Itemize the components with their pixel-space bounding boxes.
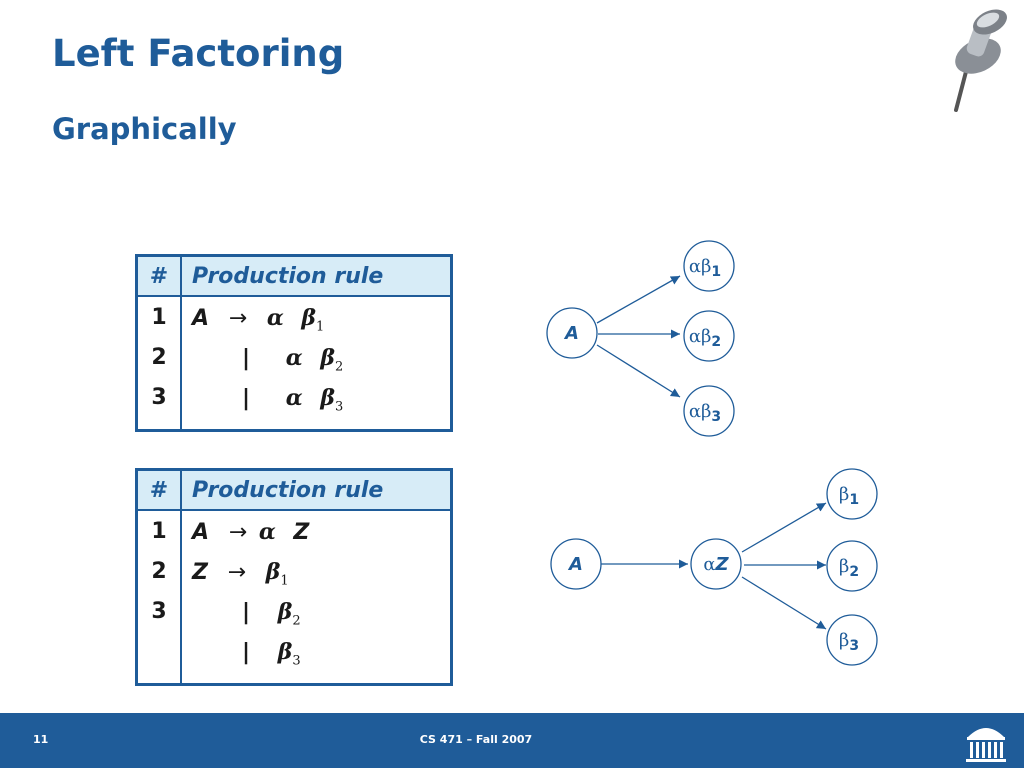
alternative-bar: | [242, 346, 251, 371]
subscript: 2 [711, 334, 721, 350]
rule-number: 1 [151, 305, 167, 330]
alpha-symbol: α [258, 519, 276, 545]
beta-symbol: β [265, 559, 281, 585]
table-header-production-rule: Production rule [181, 469, 452, 511]
svg-text:αβ2: αβ2 [689, 326, 721, 350]
subscript: 3 [334, 399, 344, 415]
nonterminal: Z [192, 560, 208, 585]
alternative-bar: | [242, 386, 251, 411]
production-rule: | α β3 [192, 383, 440, 423]
svg-text:αβ3: αβ3 [689, 401, 721, 425]
university-rotunda-logo [966, 728, 1006, 762]
nonterminal: A [192, 306, 210, 331]
arrow-symbol: → [228, 520, 248, 545]
rule-number: 3 [151, 385, 167, 410]
slide-footer: 11 CS 471 – Fall 2007 [0, 713, 1024, 768]
table-header-number: # [136, 469, 182, 511]
svg-text:αβ1: αβ1 [689, 256, 721, 280]
diagram2-root-node: A [550, 538, 602, 590]
alpha-symbol: α [285, 385, 303, 411]
diagram1-child-node: αβ2 [683, 310, 735, 362]
arrow-symbol: → [228, 306, 248, 331]
production-rule: A → α β1 [192, 303, 440, 343]
subscript: 1 [316, 319, 325, 335]
node-label: β [839, 556, 849, 577]
rule-numbers: 1 2 3 [136, 510, 182, 685]
production-table-original: # Production rule 1 2 3 A → α β1 | α β2 … [135, 254, 453, 432]
alpha-symbol: α [285, 345, 303, 371]
svg-text:αZ: αZ [703, 554, 729, 575]
production-rule: | β2 [192, 597, 440, 637]
node-label: β [839, 630, 849, 651]
alpha-symbol: α [266, 305, 284, 331]
rule-number: 3 [151, 599, 167, 624]
beta-symbol: β [277, 599, 293, 625]
beta-symbol: β [320, 345, 335, 371]
alternative-bar: | [242, 640, 251, 665]
subscript: 2 [849, 564, 859, 580]
factoring-diagrams: A αβ1 αβ2 αβ3 A αZ β1 β2 β3 [546, 240, 878, 666]
node-label: A [567, 554, 583, 575]
svg-text:β1: β1 [839, 484, 859, 508]
svg-text:β3: β3 [839, 630, 859, 654]
rule-number: 2 [151, 559, 167, 584]
arrow-symbol: → [227, 560, 247, 585]
subscript: 1 [711, 264, 721, 280]
rule-number: 2 [151, 345, 167, 370]
table-header-production-rule: Production rule [181, 255, 452, 297]
pushpin-icon [954, 9, 1007, 112]
rule-bodies: A → α Z Z → β1 | β2 | β3 [181, 510, 452, 685]
alternative-bar: | [242, 600, 251, 625]
table-header-number: # [136, 255, 182, 297]
rule-number: 1 [151, 519, 167, 544]
node-label: αβ [689, 256, 712, 277]
edge [741, 502, 827, 553]
node-label: β [839, 484, 849, 505]
edge [596, 275, 681, 324]
subscript: 2 [334, 359, 344, 375]
subscript: 3 [292, 653, 301, 669]
subscript: 1 [280, 573, 289, 589]
course-label: CS 471 – Fall 2007 [419, 733, 533, 746]
node-label: αβ [689, 326, 712, 347]
subscript: 1 [849, 492, 859, 508]
diagram1-root-node: A [546, 307, 598, 359]
diagram2-edges [601, 502, 827, 630]
production-rule: A → α Z [192, 517, 440, 557]
edge [596, 344, 681, 398]
nonterminal: Z [293, 520, 310, 545]
node-label: Z [715, 554, 730, 575]
subscript: 2 [292, 613, 301, 629]
beta-symbol: β [277, 639, 293, 665]
diagram1-child-node: αβ1 [683, 240, 735, 292]
diagram1-child-node: αβ3 [683, 385, 735, 437]
diagram2-child-node: β1 [826, 468, 878, 520]
diagram1-edges [596, 275, 681, 398]
slide-title: Left Factoring [52, 32, 345, 75]
rule-bodies: A → α β1 | α β2 | α β3 [181, 296, 452, 431]
production-rule: | α β2 [192, 343, 440, 383]
beta-symbol: β [320, 385, 335, 411]
slide-subtitle: Graphically [52, 112, 237, 146]
node-label: A [563, 323, 579, 344]
diagram2-child-node: β2 [826, 540, 878, 592]
production-rule: | β3 [192, 637, 440, 677]
production-table-factored: # Production rule 1 2 3 A → α Z Z → β1 |… [135, 468, 453, 686]
subscript: 3 [711, 409, 721, 425]
node-label: α [703, 554, 715, 575]
beta-symbol: β [301, 305, 317, 331]
diagram2-child-node: β3 [826, 614, 878, 666]
svg-text:β2: β2 [839, 556, 859, 580]
subscript: 3 [849, 638, 859, 654]
nonterminal: A [192, 520, 210, 545]
diagram2-mid-node: αZ [690, 538, 742, 590]
rule-numbers: 1 2 3 [136, 296, 182, 431]
edge [741, 576, 827, 630]
node-label: αβ [689, 401, 712, 422]
production-rule: Z → β1 [192, 557, 440, 597]
page-number: 11 [33, 733, 49, 746]
